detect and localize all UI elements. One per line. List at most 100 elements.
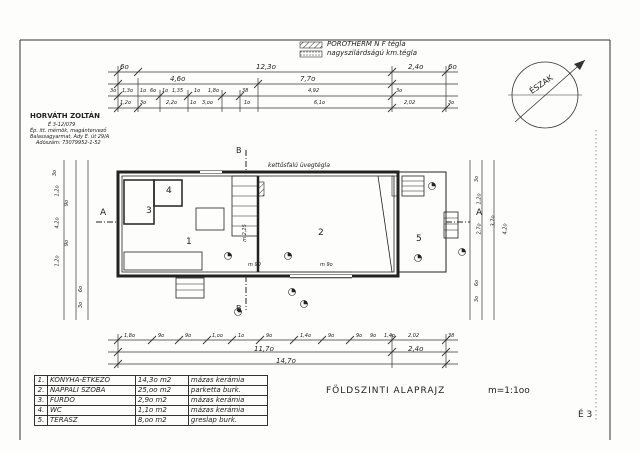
dim-label: 3,7o xyxy=(490,215,497,227)
room-area: 2,9o m2 xyxy=(134,395,189,406)
dim-label: 1,3o xyxy=(122,88,134,94)
dim-label: 12,3o xyxy=(256,63,276,71)
opening-label: m 90 xyxy=(248,262,261,268)
room-num: 3. xyxy=(34,395,48,406)
dim-label: 1o xyxy=(162,88,169,94)
legend-porotherm-label: POROTHERM N F tégla xyxy=(327,40,406,48)
author-line: Ép. itt. mérnök, magántervező xyxy=(30,128,107,134)
dim-label: 1o xyxy=(190,100,197,106)
dim-label: 3o xyxy=(140,100,147,106)
room-number-4: 4 xyxy=(166,186,172,196)
legend-brick-label: nagyszilárdságú km.tégla xyxy=(327,49,418,57)
opening-label: m 9o xyxy=(320,262,333,268)
dim-label: 2,4o xyxy=(408,63,424,71)
dim-label: 1,8o xyxy=(124,333,136,339)
drawing-title: FÖLDSZINTI ALAPRAJZ xyxy=(326,386,446,396)
room-number-5: 5 xyxy=(416,234,422,244)
sheet-number: É 3 xyxy=(578,410,593,420)
legend-brick-swatch xyxy=(299,50,323,58)
dim-label: 1o xyxy=(194,88,201,94)
author-name: HORVÁTH ZOLTÁN xyxy=(30,112,100,120)
dim-label: 4,92 xyxy=(308,88,320,94)
room-floor: mázas kerámia xyxy=(187,405,269,416)
dim-label: 1,2o xyxy=(54,255,61,267)
room-num: 5. xyxy=(34,415,48,426)
author-line: É 3-12/079 xyxy=(48,122,76,128)
room-number-1: 1 xyxy=(186,237,192,247)
dim-label: 2,7o xyxy=(476,223,483,235)
dim-label: 9o xyxy=(370,333,377,339)
dim-label: 2,4o xyxy=(408,345,424,353)
room-name: KONYHA-ÉTKEZŐ xyxy=(47,375,136,386)
dim-label: 4,2o xyxy=(54,217,61,229)
room-area: 8,oo m2 xyxy=(134,415,189,426)
room-name: WC xyxy=(47,405,136,416)
dim-label: 3o xyxy=(396,88,403,94)
room-name: FÜRDŐ xyxy=(47,395,136,406)
dim-label: 6,1o xyxy=(314,100,326,106)
dim-label: 1,4o xyxy=(384,333,396,339)
room-number-3: 3 xyxy=(146,206,152,216)
dim-label: 3o xyxy=(110,88,117,94)
section-marker-b: B xyxy=(236,304,242,313)
dim-label: 2,02 xyxy=(408,333,420,339)
section-marker-a: A xyxy=(100,208,107,218)
section-marker-a: A xyxy=(476,208,483,218)
terrace xyxy=(397,171,459,273)
room-num: 2. xyxy=(34,385,48,396)
dim-label: 1o xyxy=(238,333,245,339)
room-schedule-table: 1. KONYHA-ÉTKEZŐ 14,3o m2 mázas kerámia … xyxy=(34,375,269,426)
dim-label: 2,2o xyxy=(166,100,178,106)
dim-label: 6o xyxy=(78,285,85,293)
table-row: 2. NAPPALI SZOBA 25,oo m2 parketta burk. xyxy=(34,385,269,396)
glass-block-note: kettősfalú üvegtégla xyxy=(268,162,330,169)
dim-label: 14,7o xyxy=(276,357,296,365)
dim-label: 1o xyxy=(140,88,147,94)
dim-label: 9o xyxy=(64,239,71,247)
dim-label: 1,2o xyxy=(54,185,61,197)
room-name: TERASZ xyxy=(47,415,136,426)
dim-label: 1o xyxy=(244,100,251,106)
stair-label: m 2,25 xyxy=(241,224,248,242)
room-area: 1,1o m2 xyxy=(134,405,189,416)
dim-label: 9o xyxy=(328,333,335,339)
room-floor: mázas kerámia xyxy=(187,395,269,406)
room-floor: mázas kerámia xyxy=(187,375,269,386)
dim-label: 11,7o xyxy=(254,345,274,353)
drawing-scale: m=1:1oo xyxy=(488,386,530,396)
dim-label: 1,2o xyxy=(120,100,132,106)
room-name: NAPPALI SZOBA xyxy=(47,385,136,396)
dim-label: 3,oo xyxy=(202,100,213,106)
dim-label: 1,35 xyxy=(172,88,184,94)
dim-label: 6o xyxy=(474,279,481,287)
dim-label: 6o xyxy=(448,63,457,71)
dim-label: 3o xyxy=(448,100,455,106)
dim-label: 3o xyxy=(474,295,481,303)
dim-label: 4,2o xyxy=(502,223,509,235)
dim-label: 1,oo xyxy=(212,333,223,339)
dim-label: 9o xyxy=(266,333,273,339)
dim-label: 1,8o xyxy=(208,88,220,94)
dim-label: 9o xyxy=(185,333,192,339)
room-area: 25,oo m2 xyxy=(134,385,189,396)
dim-label: 3o xyxy=(474,175,481,183)
dim-label: 7,7o xyxy=(300,75,316,83)
section-marker-b: B xyxy=(236,146,242,155)
room-num: 1. xyxy=(34,375,48,386)
north-arrow xyxy=(508,59,586,129)
dim-label: 9o xyxy=(64,199,71,207)
dim-label: 38 xyxy=(448,333,455,339)
table-row: 5. TERASZ 8,oo m2 greslap burk. xyxy=(34,415,269,426)
dim-label: 3o xyxy=(52,169,59,177)
dim-label: 6o xyxy=(150,88,157,94)
room-floor: greslap burk. xyxy=(187,415,269,426)
table-row: 1. KONYHA-ÉTKEZŐ 14,3o m2 mázas kerámia xyxy=(34,375,269,386)
dim-label: 9o xyxy=(158,333,165,339)
dim-label: 2,02 xyxy=(404,100,416,106)
dim-label: 38 xyxy=(242,88,249,94)
table-row: 4. WC 1,1o m2 mázas kerámia xyxy=(34,405,269,416)
table-row: 3. FÜRDŐ 2,9o m2 mázas kerámia xyxy=(34,395,269,406)
room-floor: parketta burk. xyxy=(187,385,269,396)
